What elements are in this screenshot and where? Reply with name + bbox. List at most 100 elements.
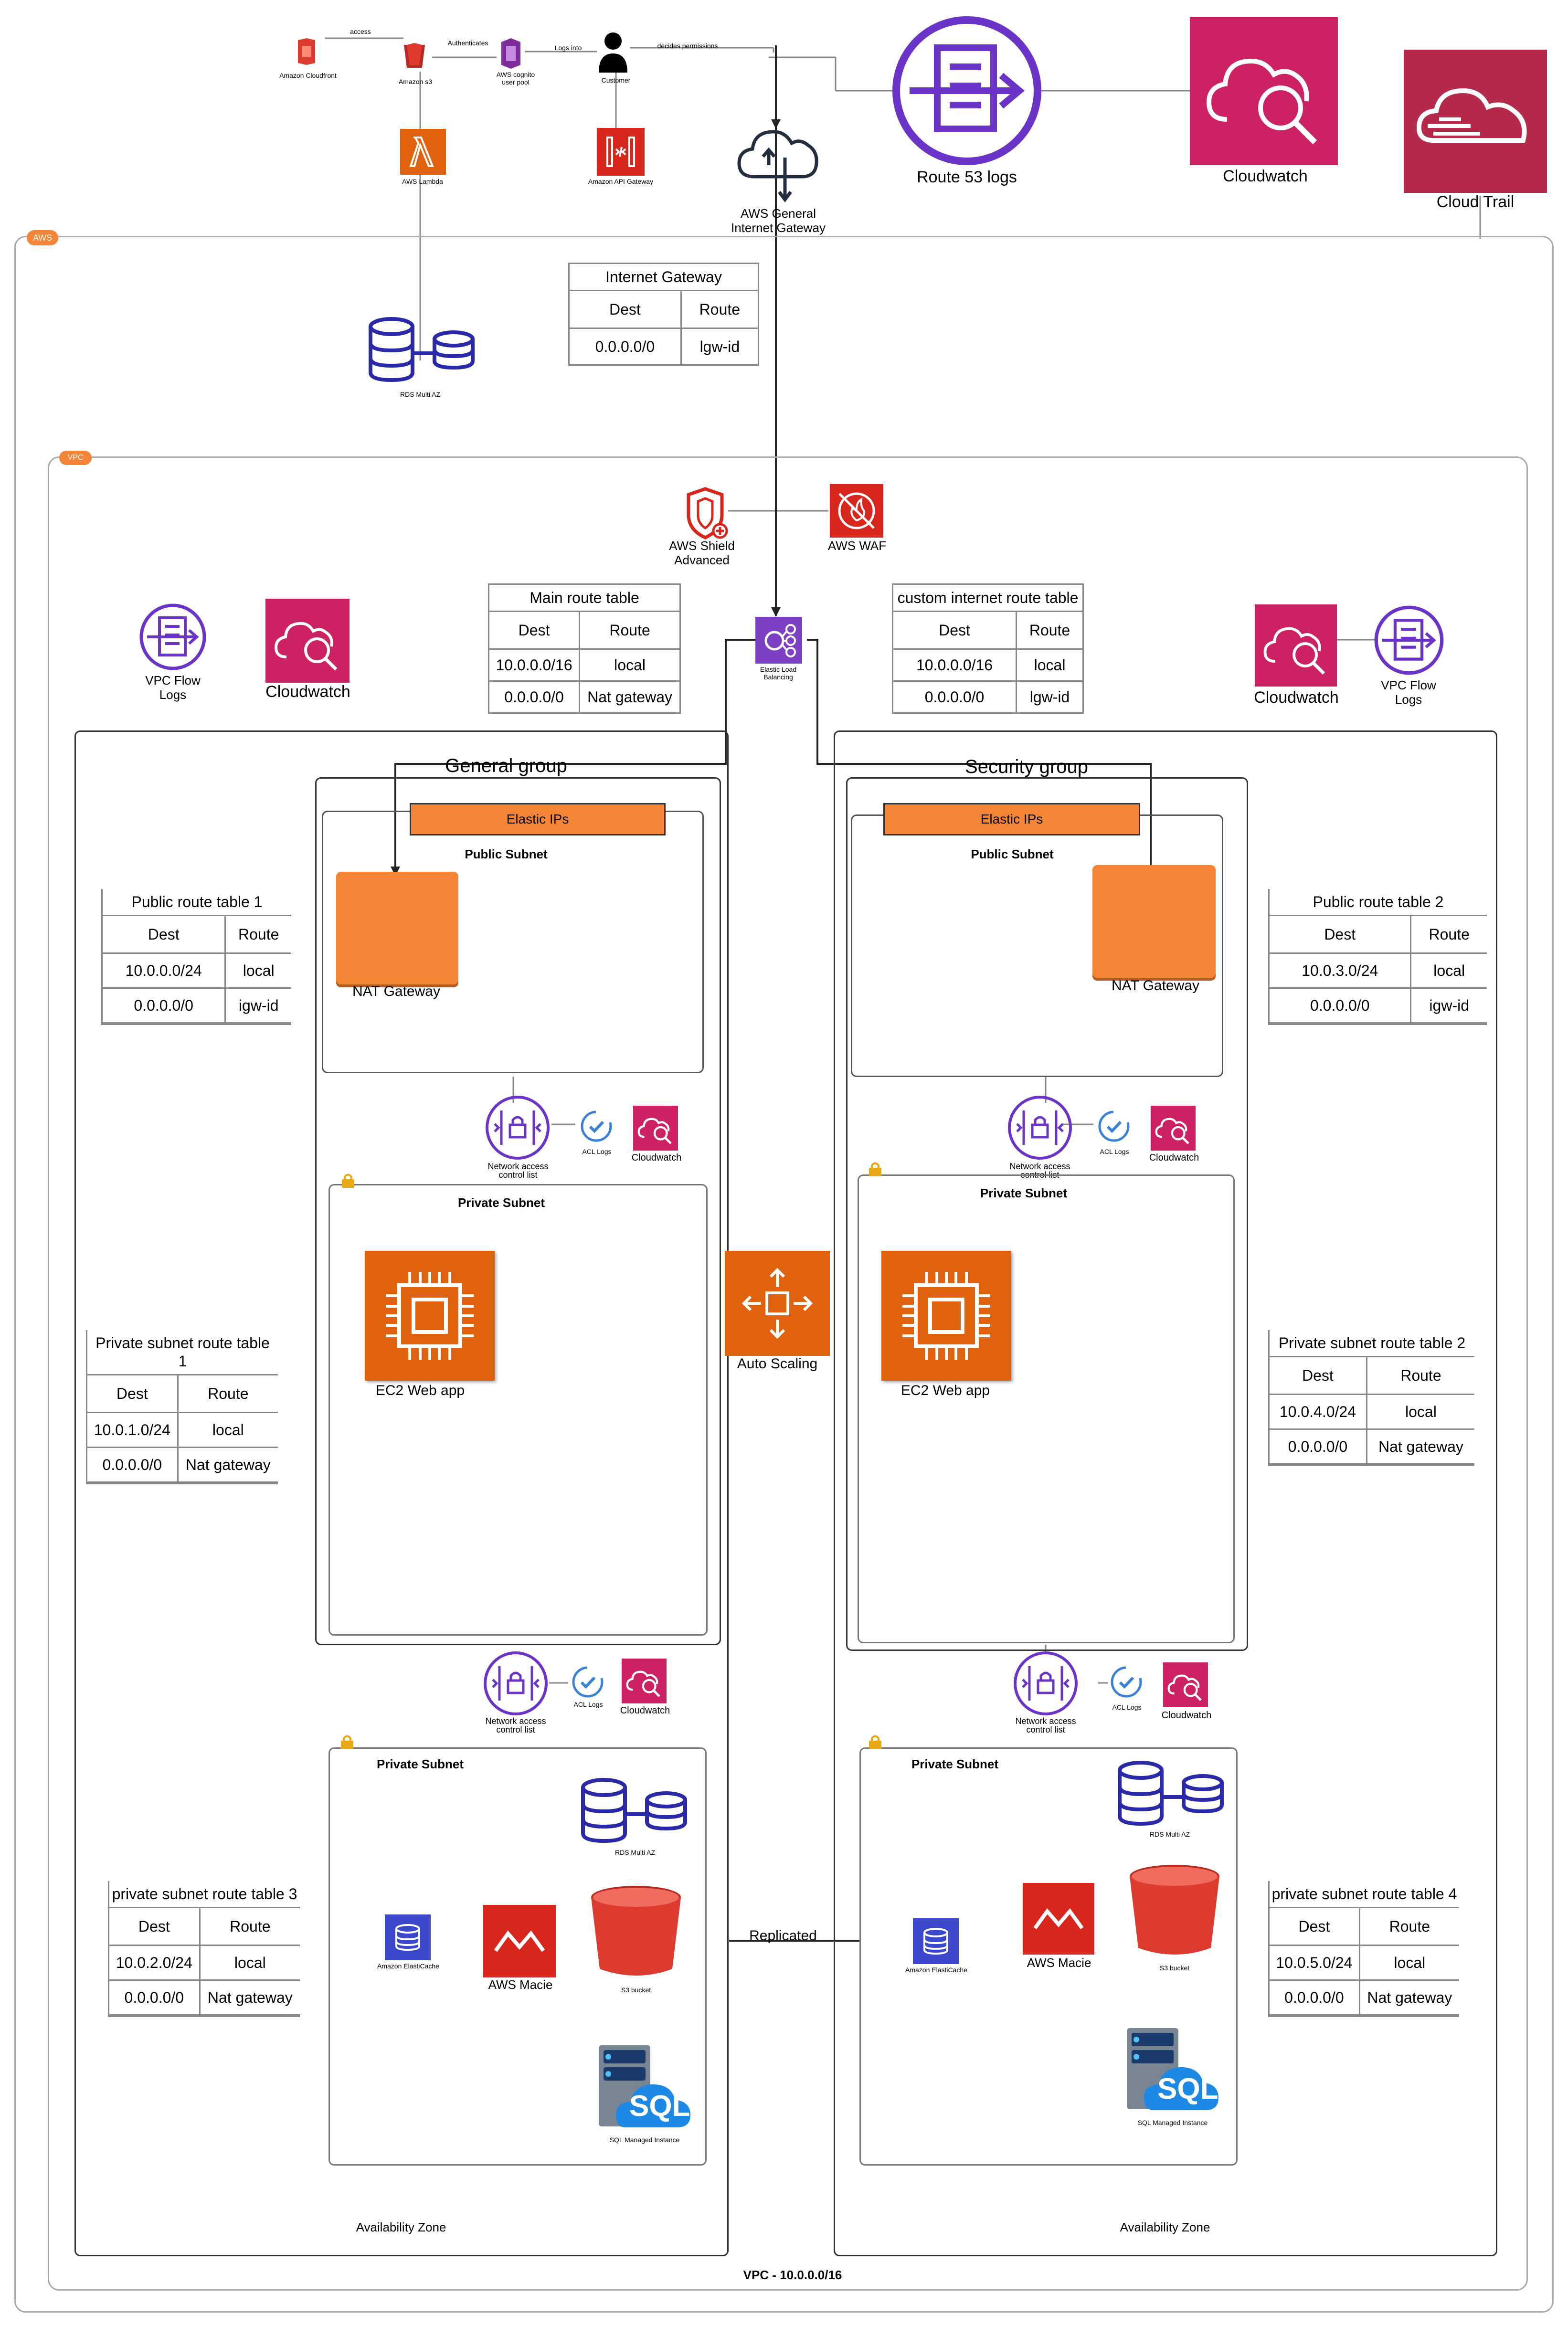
sql-left-icon[interactable] xyxy=(597,2043,692,2134)
availability-zone-right-label: Availability Zone xyxy=(1120,2220,1210,2234)
acl-logs2-right-label: ACL Logs xyxy=(1112,1703,1142,1711)
customer-icon[interactable] xyxy=(598,31,628,74)
nat-gateway-left[interactable] xyxy=(336,872,458,984)
s3-bucket-left-label: S3 bucket xyxy=(621,1986,651,1994)
api-gateway-icon[interactable] xyxy=(597,128,645,176)
cloudtrail-icon[interactable] xyxy=(1404,50,1547,193)
acl-logs-left-icon[interactable] xyxy=(577,1107,616,1146)
macie-left-icon[interactable] xyxy=(483,1905,556,1977)
privrt3-title: private subnet route table 3 xyxy=(109,1881,300,1908)
sql-right-text: SQL xyxy=(1157,2072,1218,2105)
acl-logs-left-label: ACL Logs xyxy=(582,1148,612,1155)
nacl-left-icon[interactable] xyxy=(484,1094,551,1161)
waf-icon[interactable] xyxy=(830,484,883,538)
vpc-flow-logs-left-icon[interactable] xyxy=(138,603,207,671)
sql-left-text: SQL xyxy=(629,2090,690,2123)
elasticache-left-icon[interactable] xyxy=(385,1914,431,1960)
acl-logs-right-icon[interactable] xyxy=(1094,1107,1134,1146)
macie-right-icon[interactable] xyxy=(1023,1883,1094,1955)
ec2-right-icon[interactable] xyxy=(881,1251,1011,1381)
privrt3-header-dest: Dest xyxy=(109,1908,200,1946)
lock-icon xyxy=(868,1734,882,1750)
igw-row-route: lgw-id xyxy=(680,328,758,364)
nat-gateway-left-label: NAT Gateway xyxy=(352,983,440,999)
auto-scaling-icon[interactable] xyxy=(725,1251,830,1356)
prt2-header-dest: Dest xyxy=(1270,916,1411,954)
internet-gateway-icon[interactable] xyxy=(735,119,821,205)
cognito-label: AWS cognito user pool xyxy=(496,71,535,86)
prt1-row1-dest: 10.0.0.0/24 xyxy=(103,953,225,989)
availability-zone-left xyxy=(74,730,729,2256)
s3-bucket-left-icon[interactable] xyxy=(588,1884,684,1984)
nat-gateway-right[interactable] xyxy=(1092,865,1216,978)
crt-header-route: Route xyxy=(1016,612,1082,650)
privrt1-header-route: Route xyxy=(177,1375,278,1413)
private-subnet-2-left-label: Private Subnet xyxy=(376,1757,464,1771)
privrt3-row2-route: Nat gateway xyxy=(199,1980,300,2016)
internet-gateway-label: AWS General Internet Gateway xyxy=(731,206,826,235)
prt2-row2-dest: 0.0.0.0/0 xyxy=(1270,988,1411,1024)
elb-icon[interactable] xyxy=(755,617,802,664)
rds-top-icon[interactable] xyxy=(368,315,477,387)
rds-right-icon[interactable] xyxy=(1114,1759,1229,1830)
cloudwatch2-right-icon[interactable] xyxy=(1163,1662,1208,1707)
elastic-ips-left[interactable]: Elastic IPs xyxy=(410,803,666,835)
cloudwatch-nacl-right-icon[interactable] xyxy=(1151,1106,1196,1151)
private-subnet-1-left-label: Private Subnet xyxy=(457,1195,545,1210)
lock-icon xyxy=(868,1161,882,1177)
cloudwatch-top-icon[interactable] xyxy=(1190,17,1338,165)
rds-left-icon[interactable] xyxy=(578,1776,692,1848)
s3-bucket-right-label: S3 bucket xyxy=(1159,1964,1190,1972)
private-subnet-2-right xyxy=(859,1747,1238,2166)
auto-scaling-label: Auto Scaling xyxy=(737,1356,818,1372)
waf-label: AWS WAF xyxy=(827,539,887,553)
route53-logs-icon[interactable] xyxy=(890,14,1043,167)
prt1-row1-route: local xyxy=(224,953,291,989)
cloudwatch2-left-icon[interactable] xyxy=(622,1659,667,1703)
nacl2-left-icon[interactable] xyxy=(482,1650,549,1717)
privrt4-row1-route: local xyxy=(1358,1945,1459,1981)
macie-right-label: AWS Macie xyxy=(1027,1956,1091,1970)
prt2-row1-route: local xyxy=(1410,953,1487,989)
api-gateway-label: Amazon API Gateway xyxy=(588,178,654,185)
igw-header-route: Route xyxy=(680,291,758,329)
elastic-ips-right[interactable]: Elastic IPs xyxy=(883,803,1140,835)
lambda-icon[interactable] xyxy=(400,129,446,175)
rds-right-label: RDS Multi AZ xyxy=(1149,1830,1190,1838)
vpc-flow-logs-right-icon[interactable] xyxy=(1373,604,1445,676)
availability-zone-right xyxy=(834,730,1497,2256)
cloudfront-icon[interactable] xyxy=(292,37,321,66)
mrt-row1-dest: 10.0.0.0/16 xyxy=(489,649,580,682)
shield-icon[interactable] xyxy=(679,487,731,539)
cloudtrail-label: Cloud Trail xyxy=(1436,193,1515,211)
ec2-left-icon[interactable] xyxy=(365,1251,495,1381)
elasticache-right-icon[interactable] xyxy=(913,1918,959,1964)
nat-gateway-right-label: NAT Gateway xyxy=(1112,978,1199,994)
s3-bucket-right-icon[interactable] xyxy=(1127,1863,1222,1963)
cloudwatch-left-icon[interactable] xyxy=(265,599,350,683)
private-subnet-1-right-label: Private Subnet xyxy=(980,1186,1068,1200)
privrt1-row2-route: Nat gateway xyxy=(177,1447,278,1483)
privrt3-header-route: Route xyxy=(199,1908,300,1946)
privrt1-title: Private subnet route table 1 xyxy=(87,1330,278,1375)
prt2-header-route: Route xyxy=(1410,916,1487,954)
general-group-label: General group xyxy=(445,755,567,776)
nacl2-right-icon[interactable] xyxy=(1012,1650,1079,1717)
acl-logs2-left-icon[interactable] xyxy=(568,1662,607,1702)
cloudwatch-right-icon[interactable] xyxy=(1255,604,1337,687)
privrt2-header-route: Route xyxy=(1366,1357,1474,1395)
sql-right-icon[interactable] xyxy=(1125,2026,1220,2117)
cloudwatch-nacl-left-icon[interactable] xyxy=(633,1106,678,1151)
cognito-icon[interactable] xyxy=(497,38,525,69)
security-group xyxy=(846,777,1248,1651)
s3-icon[interactable] xyxy=(400,41,429,70)
cloudwatch-nacl-left-label: Cloudwatch xyxy=(631,1152,682,1163)
acl-logs2-right-icon[interactable] xyxy=(1107,1662,1146,1702)
nacl-right-icon[interactable] xyxy=(1006,1094,1073,1161)
sql-left-label: SQL Managed Instance xyxy=(609,2136,680,2144)
